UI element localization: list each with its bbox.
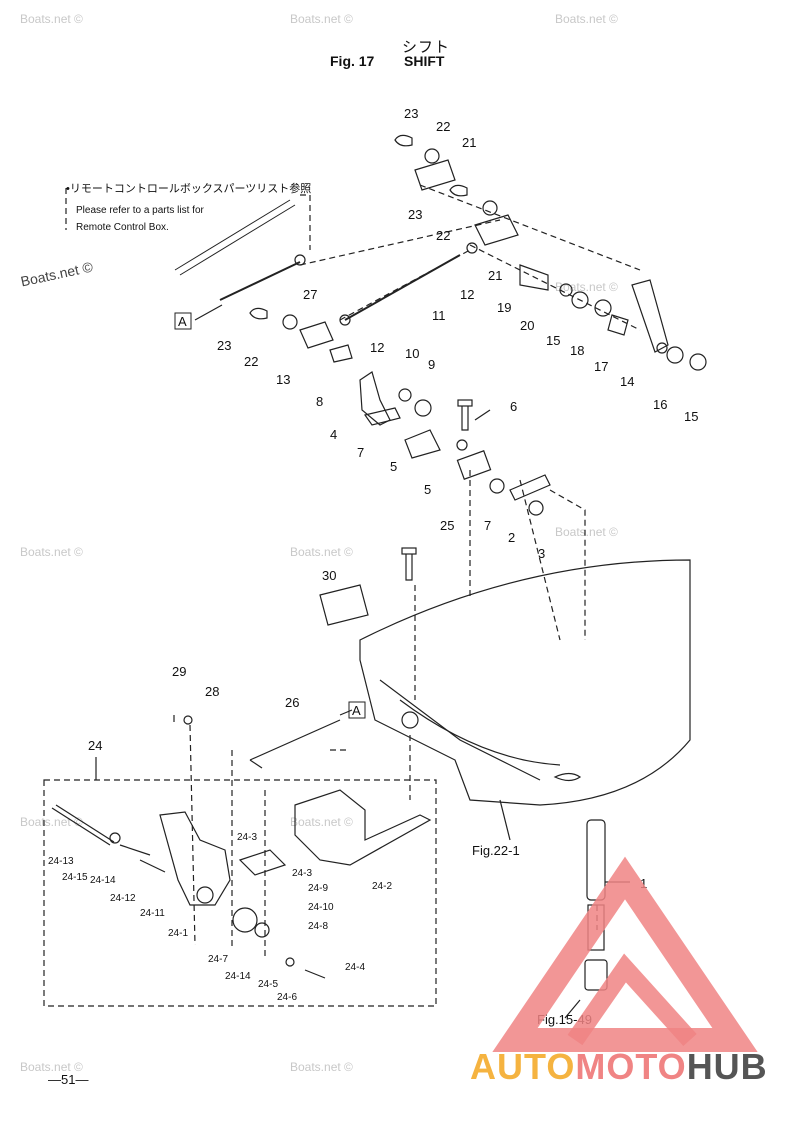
- note-english-line1: Please refer to a parts list for: [76, 205, 204, 216]
- subpart-label: 24-3: [292, 868, 312, 879]
- subpart-label: 24-10: [308, 902, 334, 913]
- marker-a-upper: A: [178, 314, 187, 329]
- subpart-label: 24-3: [237, 832, 257, 843]
- part-label: 8: [316, 394, 323, 409]
- subpart-label: 24-12: [110, 893, 136, 904]
- part-label: 20: [520, 318, 534, 333]
- watermark: Boats.net ©: [20, 815, 83, 829]
- part-label: 17: [594, 359, 608, 374]
- subpart-label: 24-14: [90, 875, 116, 886]
- part-label: 16: [653, 397, 667, 412]
- part-label: 6: [510, 399, 517, 414]
- part-label: 12: [370, 340, 384, 355]
- part-label: 9: [428, 357, 435, 372]
- part-label: 15: [546, 333, 560, 348]
- part-label: 14: [620, 374, 634, 389]
- logo-triangle-icon: [492, 856, 758, 1052]
- watermark: Boats.net ©: [20, 545, 83, 559]
- subpart-label: 24-8: [308, 921, 328, 932]
- logo-text-moto: MOTO: [575, 1046, 687, 1087]
- subpart-label: 24-2: [372, 881, 392, 892]
- part-label: 22: [436, 119, 450, 134]
- figure-number: Fig. 17: [330, 53, 375, 69]
- watermark: Boats.net ©: [555, 12, 618, 26]
- watermark: Boats.net ©: [290, 815, 353, 829]
- part-label: 13: [276, 372, 290, 387]
- part-label: 15: [684, 409, 698, 424]
- part-label: 29: [172, 664, 186, 679]
- subpart-label: 24-15: [62, 872, 88, 883]
- note-japanese: •リモートコントロールボックスパーツリスト参照: [66, 183, 312, 195]
- part-label: 26: [285, 695, 299, 710]
- part-label: 27: [303, 287, 317, 302]
- part-label: 1: [640, 876, 647, 891]
- part-label: 22: [436, 228, 450, 243]
- part-label: 21: [462, 135, 476, 150]
- part-label: 3: [538, 546, 545, 561]
- part-label: 23: [217, 338, 231, 353]
- part-label: 25: [440, 518, 454, 533]
- subpart-label: 24-9: [308, 883, 328, 894]
- watermark: Boats.net ©: [290, 545, 353, 559]
- part-label: 5: [424, 482, 431, 497]
- watermark: Boats.net ©: [555, 525, 618, 539]
- part-label: 21: [488, 268, 502, 283]
- subpart-label: 24-14: [225, 971, 251, 982]
- part-label: 18: [570, 343, 584, 358]
- part-label: 30: [322, 568, 336, 583]
- watermark: Boats.net ©: [290, 1060, 353, 1074]
- figure-title: SHIFT: [404, 53, 445, 69]
- brand-logo: AUTOMOTOHUB: [470, 1046, 768, 1088]
- title-japanese: シフト: [402, 39, 451, 56]
- part-label: 7: [357, 445, 364, 460]
- part-label: 24: [88, 738, 102, 753]
- part-label: 7: [484, 518, 491, 533]
- part-label: 5: [390, 459, 397, 474]
- part-label: 11: [432, 308, 446, 323]
- part-label: 22: [244, 354, 258, 369]
- part-label: 19: [497, 300, 511, 315]
- subpart-label: 24-11: [140, 908, 165, 919]
- logo-text-hub: HUB: [686, 1046, 768, 1087]
- subpart-label: 24-7: [208, 954, 228, 965]
- note-english-line2: Remote Control Box.: [76, 222, 169, 233]
- part-label: 23: [404, 106, 418, 121]
- part-label: 28: [205, 684, 219, 699]
- reference-fig22: Fig.22-1: [472, 843, 520, 858]
- part-label: 12: [460, 287, 474, 302]
- part-label: 23: [408, 207, 422, 222]
- subpart-label: 24-1: [168, 928, 188, 939]
- watermark: Boats.net ©: [290, 12, 353, 26]
- page-number: —51—: [48, 1072, 89, 1087]
- subpart-label: 24-13: [48, 856, 74, 867]
- subpart-label: 24-6: [277, 992, 297, 1003]
- part-label: 10: [405, 346, 419, 361]
- watermark: Boats.net ©: [555, 280, 618, 294]
- subpart-label: 24-4: [345, 962, 365, 973]
- subpart-label: 24-5: [258, 979, 278, 990]
- part-label: 2: [508, 530, 515, 545]
- watermark: Boats.net ©: [20, 12, 83, 26]
- watermark: Boats.net ©: [20, 1060, 83, 1074]
- marker-a-lower: A: [352, 703, 361, 718]
- part-label: 4: [330, 427, 337, 442]
- logo-text-auto: AUTO: [470, 1046, 576, 1087]
